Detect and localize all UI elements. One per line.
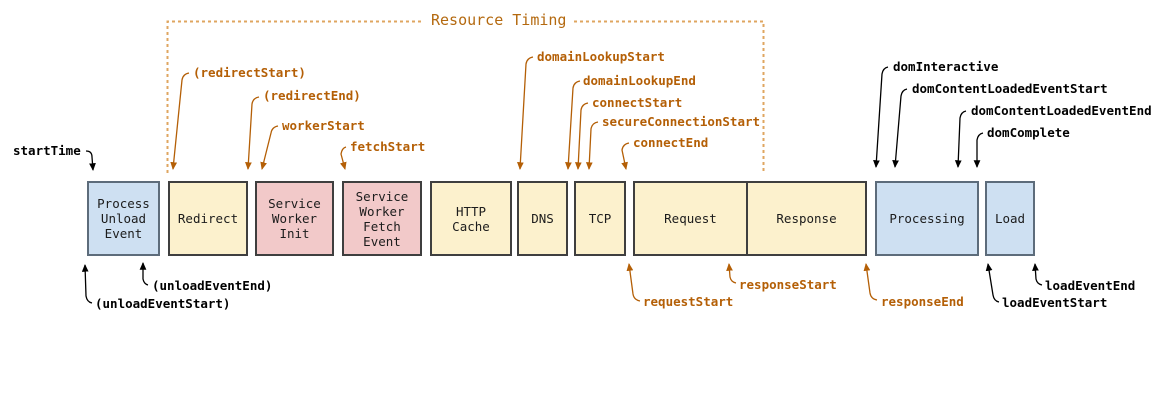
arrow-redirect-start: [170, 72, 190, 171]
label-unload-event-start: (unloadEventStart): [95, 296, 231, 311]
arrow-connect-start: [574, 102, 589, 171]
label-worker-start: workerStart: [282, 118, 365, 133]
box-service-worker-init: Service Worker Init: [255, 181, 334, 256]
arrow-dom-complete: [973, 132, 984, 169]
label-domain-lookup-end: domainLookupEnd: [583, 73, 696, 88]
arrow-unload-event-start: [81, 263, 93, 304]
label-dom-complete: domComplete: [987, 125, 1070, 140]
label-domain-lookup-start: domainLookupStart: [537, 49, 665, 64]
arrow-dom-content-loaded-event-start: [892, 88, 908, 169]
arrow-worker-start: [260, 125, 279, 171]
arrow-redirect-end: [245, 96, 260, 171]
box-http-cache: HTTP Cache: [430, 181, 512, 256]
arrow-start-time: [85, 150, 96, 172]
box-tcp: TCP: [574, 181, 626, 256]
label-connect-start: connectStart: [592, 95, 683, 110]
box-dns: DNS: [517, 181, 568, 256]
label-response-start: responseStart: [739, 277, 837, 292]
label-unload-event-end: (unloadEventEnd): [152, 278, 273, 293]
label-dom-content-loaded-event-start: domContentLoadedEventStart: [912, 81, 1108, 96]
resource-timing-dashed-bracket: [166, 20, 765, 173]
box-redirect: Redirect: [168, 181, 248, 256]
arrow-unload-event-end: [139, 261, 149, 286]
label-request-start: requestStart: [643, 294, 734, 309]
label-secure-connection-start: secureConnectionStart: [602, 114, 761, 129]
label-redirect-end: (redirectEnd): [263, 88, 361, 103]
arrow-domain-lookup-end: [565, 80, 581, 171]
box-request-response-group: Request Response: [633, 181, 867, 256]
box-service-worker-fetch-event: Service Worker Fetch Event: [342, 181, 422, 256]
label-redirect-start: (redirectStart): [193, 65, 306, 80]
label-load-event-start: loadEventStart: [1002, 295, 1108, 310]
arrow-domain-lookup-start: [517, 56, 534, 171]
label-response-end: responseEnd: [881, 294, 964, 309]
arrow-load-event-start: [985, 262, 1000, 303]
label-dom-interactive: domInteractive: [893, 59, 999, 74]
box-processing: Processing: [875, 181, 979, 256]
label-start-time: startTime: [13, 143, 81, 158]
box-process-unload-event: Process Unload Event: [87, 181, 160, 256]
arrow-request-start: [626, 262, 641, 302]
box-request: Request: [664, 211, 717, 226]
arrow-dom-content-loaded-event-end: [954, 110, 967, 169]
resource-timing-title: Resource Timing: [424, 11, 574, 29]
arrow-dom-interactive: [873, 66, 889, 169]
arrow-load-event-end: [1032, 262, 1043, 286]
box-load: Load: [985, 181, 1035, 256]
arrow-connect-end: [621, 142, 630, 171]
box-response: Response: [746, 183, 865, 254]
label-fetch-start: fetchStart: [350, 139, 426, 154]
label-connect-end: connectEnd: [633, 135, 709, 150]
label-dom-content-loaded-event-end: domContentLoadedEventEnd: [971, 103, 1152, 118]
arrow-response-start: [726, 262, 737, 284]
label-load-event-end: loadEventEnd: [1045, 278, 1136, 293]
arrow-response-end: [863, 262, 878, 301]
arrow-secure-connection-start: [585, 121, 599, 171]
arrow-fetch-start: [339, 146, 347, 171]
